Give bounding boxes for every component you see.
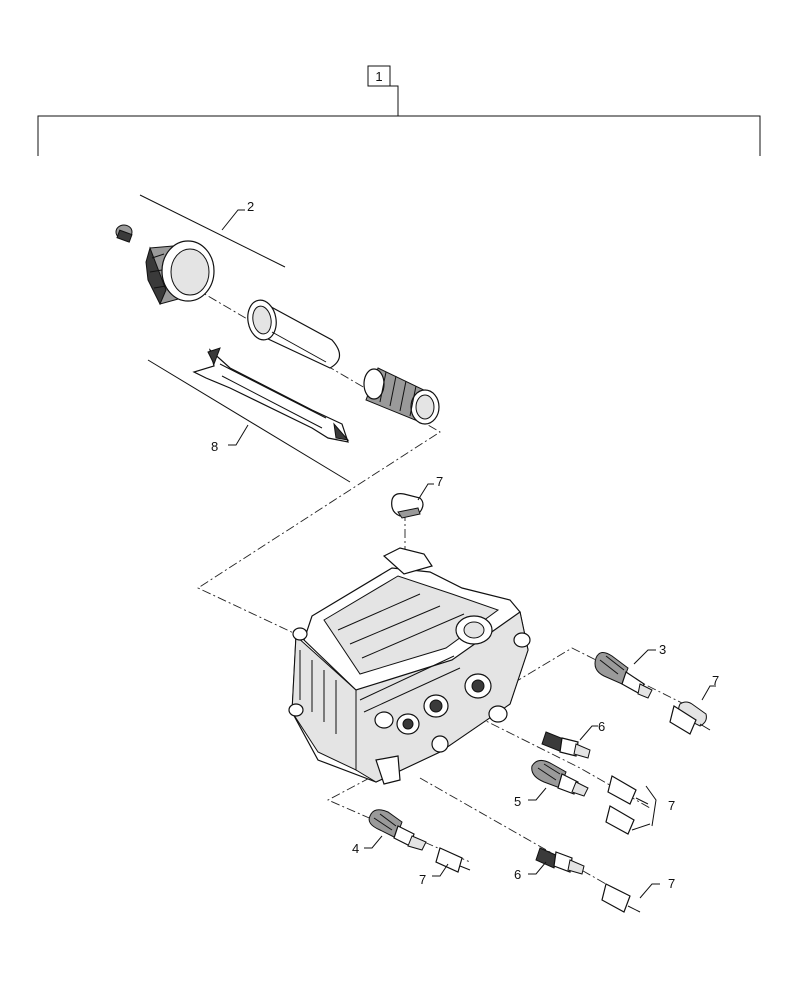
callout-1: 1 bbox=[375, 69, 382, 84]
callout-2: 2 bbox=[247, 199, 254, 214]
assembly-bracket: 1 bbox=[37, 65, 761, 156]
callout-3: 3 bbox=[659, 642, 666, 657]
callout-7-bottom-right: 7 bbox=[668, 876, 675, 891]
callout-4: 4 bbox=[352, 841, 359, 856]
callout-7-bottom-left: 7 bbox=[419, 872, 426, 887]
connector-6a: 6 bbox=[541, 719, 605, 759]
callout-6-lower: 6 bbox=[514, 867, 521, 882]
callout-7-top: 7 bbox=[436, 474, 443, 489]
service-tool: 8 bbox=[147, 347, 351, 483]
connector-5: 5 bbox=[514, 760, 589, 809]
cap-right-mid: 7 bbox=[605, 775, 675, 835]
filter-plug bbox=[115, 224, 133, 243]
connector-3: 3 bbox=[594, 642, 666, 699]
connector-6b: 6 bbox=[514, 847, 585, 882]
cap-top: 7 bbox=[391, 474, 443, 519]
callout-8: 8 bbox=[211, 439, 218, 454]
filter-kit: 2 bbox=[115, 194, 440, 425]
callout-6-upper: 6 bbox=[598, 719, 605, 734]
cap-right-top: 7 bbox=[669, 673, 719, 735]
cap-bottom-right: 7 bbox=[601, 876, 675, 913]
callout-7-right-mid: 7 bbox=[668, 798, 675, 813]
mesh-filter bbox=[363, 367, 440, 425]
cap-bottom-left: 7 bbox=[419, 847, 471, 887]
callout-7-right-top: 7 bbox=[712, 673, 719, 688]
filter-cone bbox=[247, 299, 341, 369]
connector-4: 4 bbox=[352, 809, 427, 856]
valve-block bbox=[288, 547, 531, 785]
callout-5: 5 bbox=[514, 794, 521, 809]
ring-nut bbox=[145, 240, 215, 306]
callout-box-1 bbox=[367, 65, 391, 87]
